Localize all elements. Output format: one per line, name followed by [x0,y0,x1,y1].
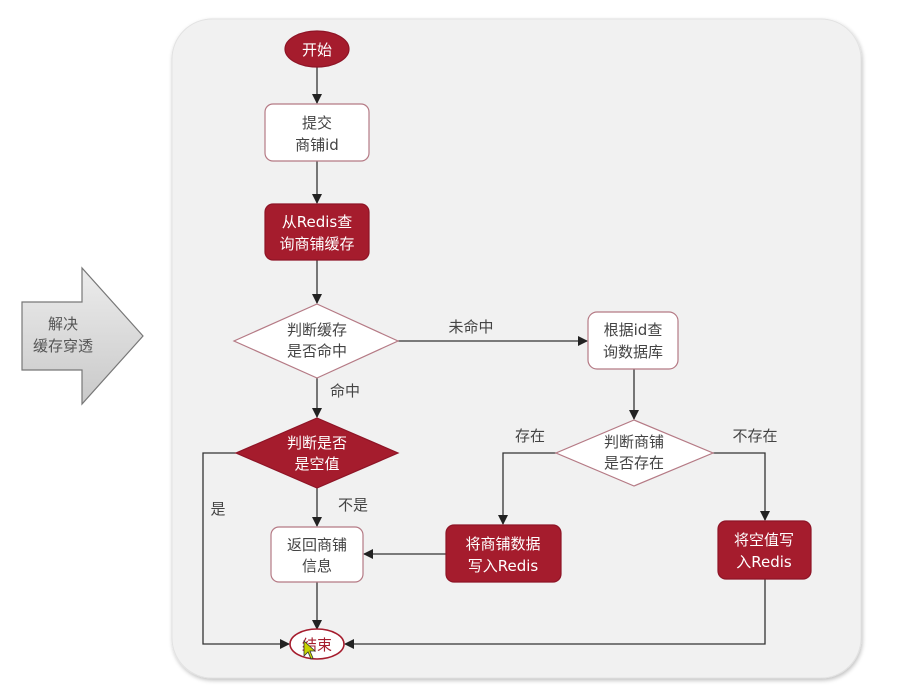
query-db-box [587,311,679,370]
submit-line1: 提交 [302,114,332,132]
edge-label-exists: 存在 [515,427,545,445]
query-db-line1: 根据id查 [604,321,663,339]
query-db-line2: 询数据库 [603,343,663,361]
edge-label-hit: 命中 [330,382,360,400]
edge-label-yes: 是 [210,500,225,518]
write-null-line1: 将空值写 [734,531,794,549]
hit-decision-line2: 是否命中 [287,342,347,360]
edge-label-not-exists: 不存在 [732,427,777,445]
edge-not-exists [713,452,770,521]
node-query-redis: 从Redis查 询商铺缓存 [264,203,370,261]
arrow-label-line1: 解决 [48,315,78,333]
end-ellipse [289,628,345,660]
submit-box [264,103,370,162]
node-start: 开始 [284,30,350,68]
node-null-decision: 判断是否 是空值 [234,417,400,489]
node-write-null-redis: 将空值写 入Redis [717,520,812,580]
node-write-shop-redis: 将商铺数据 写入Redis [445,524,562,583]
write-shop-line2: 写入Redis [468,557,539,575]
solve-cache-penetration-arrow: 解决 缓存穿透 [21,266,144,406]
return-info-line2: 信息 [302,557,332,575]
write-null-line2: 入Redis [736,553,792,571]
null-decision-line1: 判断是否 [287,434,347,452]
write-shop-line1: 将商铺数据 [465,535,540,553]
node-exist-decision: 判断商铺 是否存在 [554,419,715,487]
edge-is-null [202,452,290,649]
hit-decision-line1: 判断缓存 [287,321,347,339]
null-decision-line2: 是空值 [294,455,339,473]
edges [202,67,770,649]
exist-decision-diamond [554,419,715,487]
return-info-line1: 返回商铺 [287,536,347,554]
arrow-shape [21,266,144,406]
arrow-label-line2: 缓存穿透 [33,337,93,355]
node-query-db: 根据id查 询数据库 [587,311,679,370]
hit-decision-diamond [232,303,400,379]
submit-line2: 商铺id [295,136,339,154]
query-redis-box [264,203,370,261]
node-return-shop-info: 返回商铺 信息 [270,526,364,583]
node-hit-decision: 判断缓存 是否命中 [232,303,400,379]
write-shop-box [445,524,562,583]
mouse-cursor-icon [303,640,317,660]
query-redis-line2: 询商铺缓存 [279,235,354,253]
edge-label-miss: 未命中 [448,318,493,336]
query-redis-line1: 从Redis查 [282,213,352,231]
exist-decision-line1: 判断商铺 [604,433,664,451]
node-submit-shop-id: 提交 商铺id [264,103,370,162]
exist-decision-line2: 是否存在 [604,454,664,472]
edge-writenull-end [344,579,766,649]
diagram-frame [171,18,862,679]
start-ellipse [284,30,350,68]
write-null-box [717,520,812,580]
node-end: 结束 [289,628,345,660]
start-label: 开始 [302,41,332,59]
edge-exists [498,452,556,525]
null-decision-diamond [234,417,400,489]
edge-label-no: 不是 [338,496,368,514]
return-info-box [270,526,364,583]
